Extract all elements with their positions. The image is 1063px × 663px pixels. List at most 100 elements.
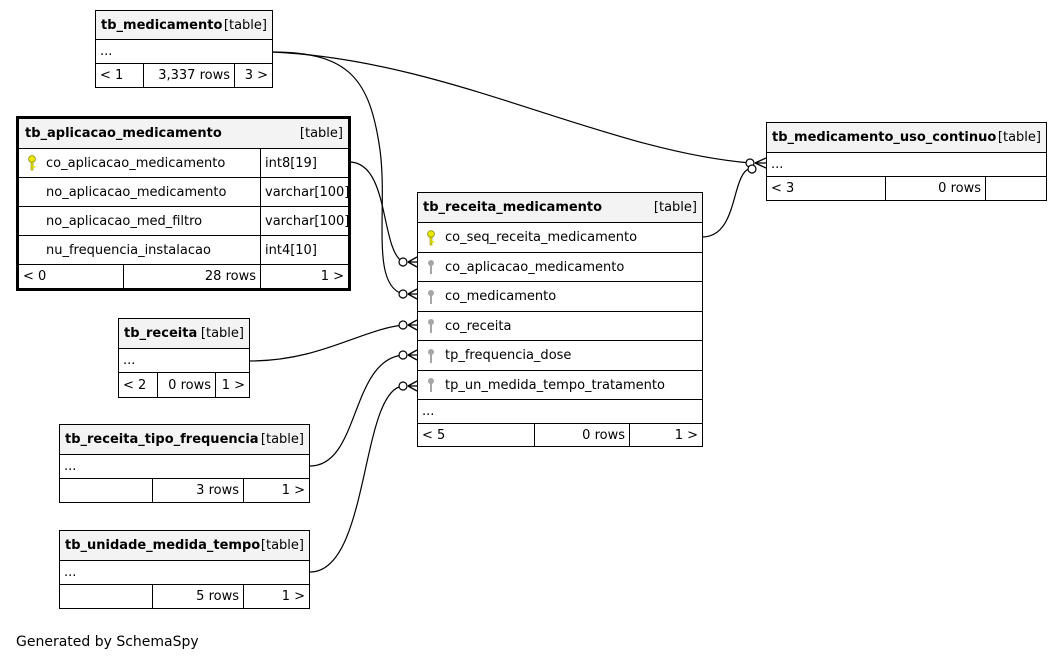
column-name: no_aplicacao_med_filtro	[46, 213, 203, 229]
table-header: tb_aplicacao_medicamento [table]	[19, 119, 348, 149]
children-link[interactable]: 1 >	[215, 373, 249, 397]
column-name: tp_frequencia_dose	[445, 348, 572, 363]
column-name: co_medicamento	[445, 289, 557, 304]
table-name[interactable]: tb_medicamento_uso_continuo	[772, 130, 997, 145]
primary-key-icon	[27, 155, 41, 171]
children-link[interactable]: 1 >	[243, 479, 309, 502]
children-link[interactable]: 1 >	[629, 424, 702, 446]
column-row[interactable]: co_aplicacao_medicamento	[418, 253, 702, 282]
table-type: [table]	[260, 538, 304, 553]
table-tb-receita-tipo-frequencia[interactable]: tb_receita_tipo_frequencia [table] ... 3…	[59, 424, 310, 503]
column-name: co_seq_receita_medicamento	[445, 230, 638, 245]
column-name: tp_un_medida_tempo_tratamento	[445, 377, 665, 393]
zero-marker	[398, 350, 408, 360]
row-count: 0 rows	[534, 424, 629, 446]
table-tb-medicamento[interactable]: tb_medicamento [table] ... < 1 3,337 row…	[95, 10, 273, 88]
foreign-key-icon	[426, 348, 440, 364]
zero-marker	[398, 381, 408, 391]
edge-tipo-frequencia-to-receita-medicamento	[309, 354, 404, 467]
column-type: varchar[100]	[260, 178, 348, 206]
table-tb-receita-medicamento[interactable]: tb_receita_medicamento [table] co_seq_re…	[417, 192, 703, 447]
edge-unidade-medida-to-receita-medicamento	[309, 385, 404, 573]
ellipsis-row: ...	[123, 353, 136, 368]
table-name[interactable]: tb_receita	[124, 326, 198, 341]
ellipsis-row: ...	[64, 459, 77, 474]
parents-link[interactable]: < 0	[23, 269, 47, 284]
crowfoot-marker	[407, 380, 418, 392]
ellipsis-row: ...	[422, 404, 435, 419]
parents-link[interactable]: < 1	[100, 68, 124, 83]
ellipsis-row: ...	[771, 157, 784, 172]
zero-marker	[398, 289, 408, 299]
zero-marker	[398, 257, 408, 267]
zero-marker	[747, 164, 757, 174]
foreign-key-icon	[426, 377, 440, 393]
children-link[interactable]: 3 >	[234, 64, 272, 87]
table-body: ...	[60, 561, 309, 585]
zero-marker	[398, 320, 408, 330]
children-link[interactable]: 1 >	[243, 585, 309, 608]
table-tb-aplicacao-medicamento[interactable]: tb_aplicacao_medicamento [table] co_apli…	[16, 116, 351, 291]
children-link[interactable]	[985, 177, 1046, 200]
foreign-key-icon	[426, 259, 440, 275]
crowfoot-marker	[407, 288, 418, 300]
table-name[interactable]: tb_unidade_medida_tempo	[65, 538, 261, 553]
table-name[interactable]: tb_receita_tipo_frequencia	[65, 432, 259, 447]
crowfoot-marker	[407, 256, 418, 268]
table-type: [table]	[997, 130, 1041, 145]
parents-link[interactable]: < 3	[771, 181, 795, 196]
table-name[interactable]: tb_receita_medicamento	[423, 200, 603, 215]
table-type: [table]	[223, 17, 267, 33]
table-body: ...	[418, 400, 702, 424]
edge-medicamento-to-receita-medicamento	[271, 51, 404, 295]
column-row[interactable]: tp_un_medida_tempo_tratamento	[418, 371, 702, 400]
row-count: 0 rows	[157, 373, 215, 397]
column-row[interactable]: nu_frequencia_instalacao int4[10]	[19, 236, 348, 265]
column-type: int4[10]	[260, 236, 348, 264]
table-tb-medicamento-uso-continuo[interactable]: tb_medicamento_uso_continuo [table] ... …	[766, 122, 1047, 201]
table-header: tb_medicamento_uso_continuo [table]	[767, 123, 1046, 153]
table-header: tb_receita_medicamento [table]	[418, 193, 702, 223]
column-row[interactable]: tp_frequencia_dose	[418, 341, 702, 371]
column-row[interactable]: co_aplicacao_medicamento int8[19]	[19, 149, 348, 178]
table-body: ...	[767, 153, 1046, 177]
crowfoot-marker	[407, 349, 418, 361]
parents-link[interactable]: < 5	[422, 427, 446, 443]
row-count: 28 rows	[123, 265, 260, 288]
column-row[interactable]: co_medicamento	[418, 282, 702, 312]
table-type: [table]	[653, 200, 697, 215]
crowfoot-marker	[407, 319, 418, 331]
table-header: tb_receita [table]	[119, 319, 249, 349]
column-row[interactable]: co_seq_receita_medicamento	[418, 223, 702, 253]
edge-medicamento-to-uso-continuo	[271, 51, 751, 164]
primary-key-icon	[426, 229, 440, 246]
table-tb-unidade-medida-tempo[interactable]: tb_unidade_medida_tempo [table] ... 5 ro…	[59, 530, 310, 609]
table-body: ...	[119, 349, 249, 373]
table-footer: < 1 3,337 rows 3 >	[96, 64, 272, 87]
column-row[interactable]: no_aplicacao_med_filtro varchar[100]	[19, 207, 348, 236]
column-row[interactable]: co_receita	[418, 312, 702, 341]
table-name[interactable]: tb_medicamento	[101, 17, 223, 33]
table-footer: 3 rows 1 >	[60, 479, 309, 502]
column-name: co_receita	[445, 318, 512, 334]
table-body: ...	[96, 40, 272, 64]
row-count: 3,337 rows	[143, 64, 234, 87]
generated-by-footer: Generated by SchemaSpy	[16, 634, 199, 650]
edge-receita-medicamento-to-uso-continuo	[701, 167, 753, 238]
row-count: 3 rows	[152, 479, 243, 502]
parents-link[interactable]: < 2	[123, 377, 147, 393]
parents-link[interactable]	[60, 479, 152, 502]
table-name[interactable]: tb_aplicacao_medicamento	[25, 126, 222, 141]
table-header: tb_unidade_medida_tempo [table]	[60, 531, 309, 561]
column-row[interactable]: no_aplicacao_medicamento varchar[100]	[19, 178, 348, 207]
children-link[interactable]: 1 >	[260, 265, 348, 288]
parents-link[interactable]	[60, 585, 152, 608]
column-type: varchar[100]	[260, 207, 348, 235]
table-type: [table]	[200, 326, 244, 341]
column-name: co_aplicacao_medicamento	[46, 155, 226, 171]
row-count: 5 rows	[152, 585, 243, 608]
table-tb-receita[interactable]: tb_receita [table] ... < 2 0 rows 1 >	[118, 318, 250, 398]
table-header: tb_medicamento [table]	[96, 11, 272, 40]
